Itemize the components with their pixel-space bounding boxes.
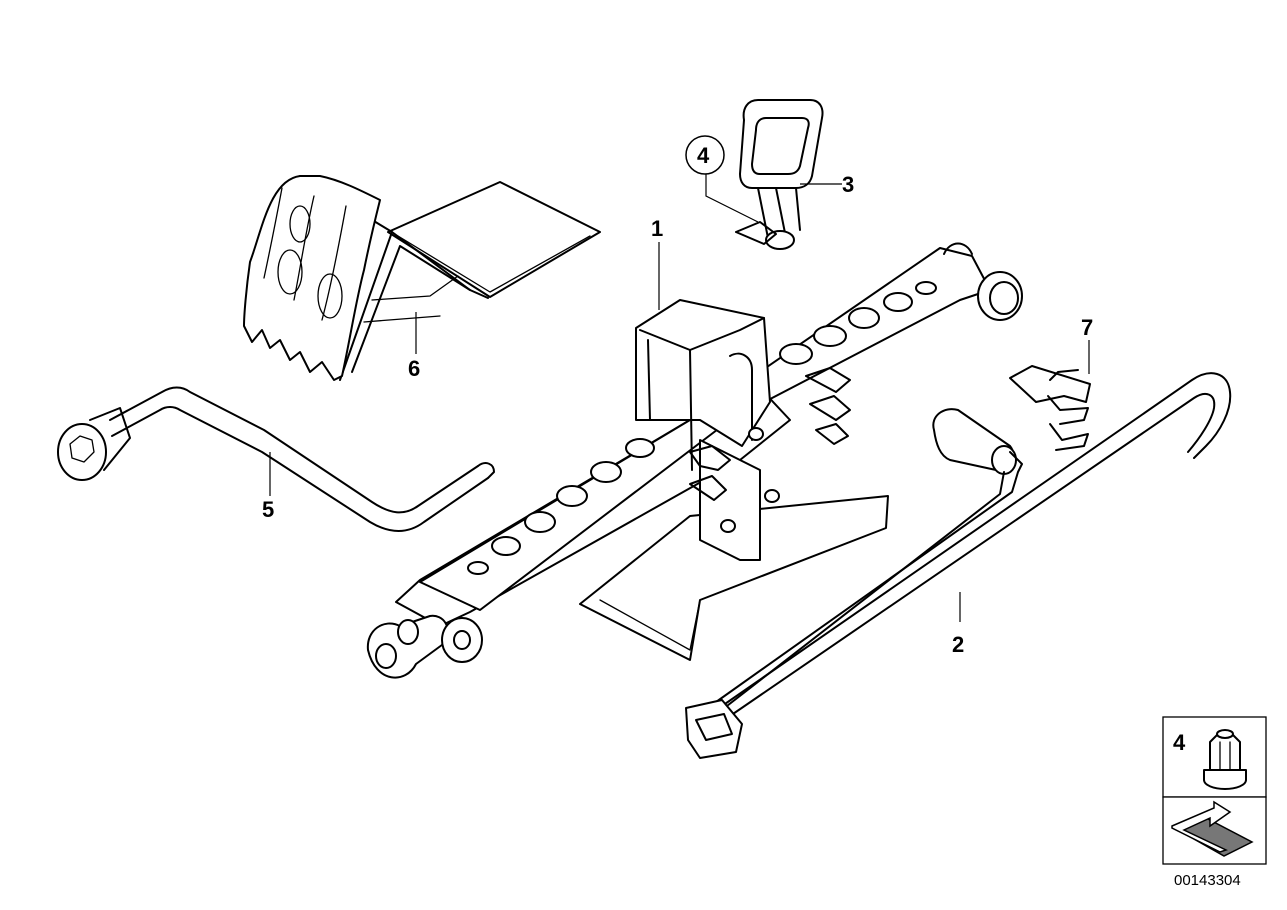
wheel-chock-icon: [243, 175, 601, 381]
callout-5: 5: [262, 497, 274, 522]
spring-clip-icon: [1009, 365, 1091, 451]
wheel-wrench-icon: [57, 386, 495, 532]
leader-lines: [269, 173, 1090, 622]
tow-rod-icon: [685, 372, 1232, 759]
callout-7: 7: [1081, 315, 1093, 340]
callout-2: 2: [952, 632, 964, 657]
legend-nut-label: 4: [1173, 730, 1186, 755]
svg-text:4: 4: [697, 143, 710, 168]
callout-6: 6: [408, 356, 420, 381]
holding-strap-icon: [735, 99, 824, 250]
scissor-jack-icon: [366, 242, 1023, 679]
callout-3: 3: [842, 172, 854, 197]
hex-nut-icon: [1203, 729, 1247, 790]
callout-4-circled: 4: [685, 135, 725, 175]
document-number: 00143304: [1174, 872, 1241, 889]
callout-1: 1: [651, 216, 663, 241]
direction-arrow-icon: [1171, 800, 1254, 857]
